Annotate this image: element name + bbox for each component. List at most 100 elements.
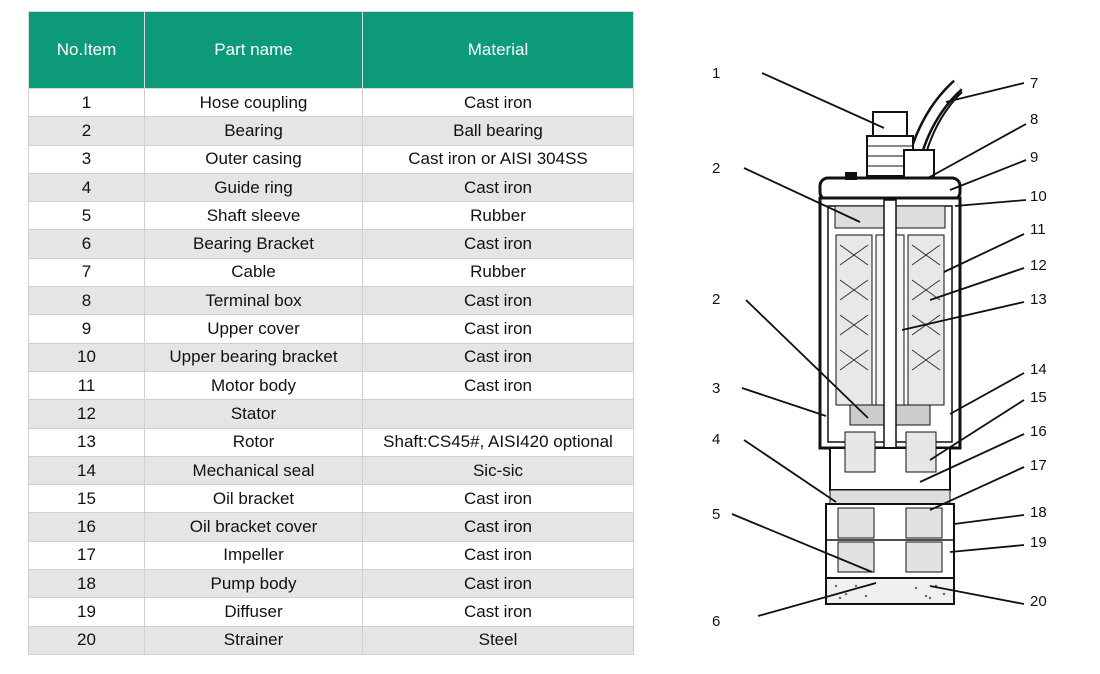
cell-no: 16 — [28, 512, 145, 542]
callout-9: 9 — [1030, 149, 1038, 166]
cell-material: Rubber — [362, 257, 634, 288]
callout-labels: 1 2 2 3 4 5 6 7 8 9 10 11 12 13 14 15 16… — [712, 65, 1047, 630]
leader-lines — [731, 72, 1027, 617]
cell-part-name: Strainer — [144, 625, 363, 655]
cell-material: Cast iron — [362, 540, 634, 571]
cell-part-name: Outer casing — [144, 144, 363, 174]
callout-6: 6 — [712, 613, 720, 630]
cell-part-name: Oil bracket — [144, 484, 363, 514]
cell-material: Cast iron — [362, 484, 634, 514]
cell-material: Steel — [362, 625, 634, 655]
cell-material: Ball bearing — [362, 116, 634, 146]
cell-part-name: Shaft sleeve — [144, 201, 363, 231]
cell-no: 1 — [28, 87, 145, 118]
callout-1: 1 — [712, 65, 720, 82]
cell-material: Rubber — [362, 201, 634, 231]
cell-part-name: Upper bearing bracket — [144, 342, 363, 372]
cell-part-name: Impeller — [144, 540, 363, 571]
cell-part-name: Bearing Bracket — [144, 229, 363, 259]
cell-material: Cast iron — [362, 286, 634, 316]
cell-material: Cast iron — [362, 512, 634, 542]
cell-part-name: Oil bracket cover — [144, 512, 363, 542]
cell-no: 7 — [28, 257, 145, 288]
cell-part-name: Rotor — [144, 427, 363, 457]
cell-no: 17 — [28, 540, 145, 571]
cell-material: Sic-sic — [362, 455, 634, 486]
cell-no: 3 — [28, 144, 145, 174]
cell-no: 12 — [28, 399, 145, 429]
callout-4: 4 — [712, 431, 720, 448]
callout-11: 11 — [1030, 221, 1046, 238]
callout-2-lower: 2 — [712, 291, 720, 308]
callout-16: 16 — [1030, 423, 1047, 440]
cell-no: 20 — [28, 625, 145, 655]
cell-part-name: Pump body — [144, 569, 363, 599]
cell-material: Cast iron — [362, 597, 634, 627]
callout-17: 17 — [1030, 457, 1047, 474]
pump-stages-drawing — [825, 503, 955, 579]
cell-no: 14 — [28, 455, 145, 486]
cell-part-name: Terminal box — [144, 286, 363, 316]
cell-no: 18 — [28, 569, 145, 599]
callout-18: 18 — [1030, 504, 1047, 521]
callout-3: 3 — [712, 380, 720, 397]
cell-material: Cast iron — [362, 229, 634, 259]
cell-part-name: Guide ring — [144, 172, 363, 203]
cell-material: Cast iron — [362, 314, 634, 344]
cell-no: 2 — [28, 116, 145, 146]
table-header-row: No.Item Part name Material — [28, 11, 634, 89]
cell-part-name: Motor body — [144, 370, 363, 401]
cell-part-name: Bearing — [144, 116, 363, 146]
header-part-name: Part name — [144, 11, 363, 89]
cell-part-name: Mechanical seal — [144, 455, 363, 486]
callout-5: 5 — [712, 506, 720, 523]
callout-8: 8 — [1030, 111, 1038, 128]
cell-no: 11 — [28, 370, 145, 401]
cell-material: Cast iron — [362, 87, 634, 118]
callout-12: 12 — [1030, 257, 1047, 274]
cell-no: 9 — [28, 314, 145, 344]
callout-19: 19 — [1030, 534, 1047, 551]
cell-material: Cast iron — [362, 172, 634, 203]
callout-14: 14 — [1030, 361, 1047, 378]
callout-2-upper: 2 — [712, 160, 720, 177]
callout-15: 15 — [1030, 389, 1047, 406]
callout-7: 7 — [1030, 75, 1038, 92]
cell-no: 5 — [28, 201, 145, 231]
callout-10: 10 — [1030, 188, 1047, 205]
cell-material: Cast iron — [362, 569, 634, 599]
header-no: No.Item — [28, 11, 145, 89]
cell-material — [362, 399, 634, 429]
cell-part-name: Hose coupling — [144, 87, 363, 118]
cell-part-name: Diffuser — [144, 597, 363, 627]
seal-chamber-drawing — [829, 431, 951, 505]
cell-no: 4 — [28, 172, 145, 203]
cell-material: Cast iron — [362, 342, 634, 372]
callout-20: 20 — [1030, 593, 1047, 610]
cell-part-name: Stator — [144, 399, 363, 429]
cell-material: Cast iron or AISI 304SS — [362, 144, 634, 174]
cell-part-name: Upper cover — [144, 314, 363, 344]
cell-part-name: Cable — [144, 257, 363, 288]
cell-no: 8 — [28, 286, 145, 316]
